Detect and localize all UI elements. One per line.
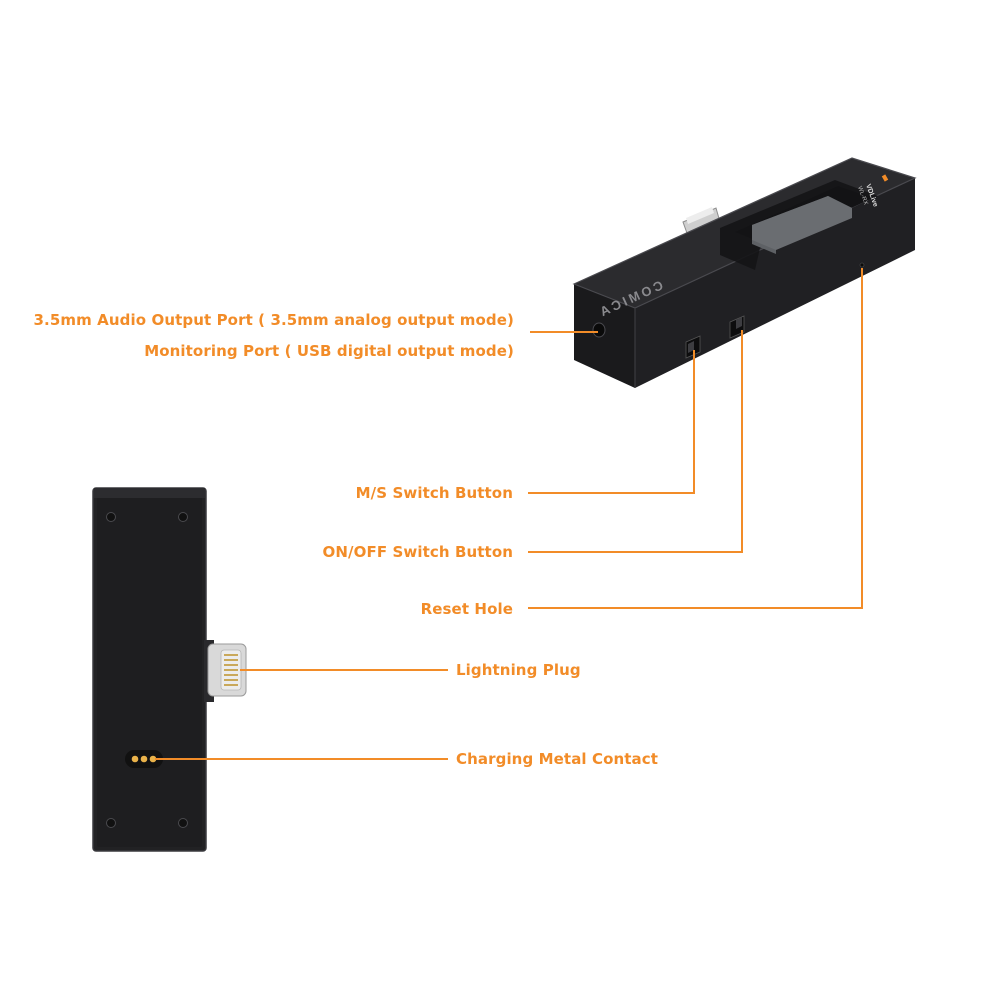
device-front-face [574, 284, 635, 388]
leader-reset-hole [528, 268, 863, 609]
callout-reset-hole: Reset Hole [420, 600, 513, 618]
callout-monitoring-port: Monitoring Port ( USB digital output mod… [144, 342, 514, 360]
screw-icon [106, 512, 116, 522]
screw-icon [178, 512, 188, 522]
device-side-face [635, 178, 915, 388]
receiver-device-side [92, 487, 247, 852]
ms-switch-icon [685, 335, 701, 359]
receiver-device-angled: COMICA VDLive WL-RX [572, 157, 917, 388]
callout-audio-output-port: 3.5mm Audio Output Port ( 3.5mm analog o… [33, 311, 514, 329]
screw-icon [178, 818, 188, 828]
callout-onoff-switch: ON/OFF Switch Button [322, 543, 513, 561]
callout-charging-contact: Charging Metal Contact [456, 750, 659, 768]
leader-onoff-switch [528, 330, 743, 553]
screw-icon [106, 818, 116, 828]
lightning-plug-icon [204, 640, 247, 702]
callout-ms-switch: M/S Switch Button [355, 484, 513, 502]
onoff-switch-icon [729, 315, 745, 339]
charging-contact-icon [125, 750, 163, 768]
callout-lightning-plug: Lightning Plug [456, 661, 581, 679]
audio-jack-port [592, 322, 606, 338]
leader-ms-switch [528, 350, 695, 494]
leader-lines [155, 268, 863, 760]
reset-hole-icon [859, 262, 865, 268]
